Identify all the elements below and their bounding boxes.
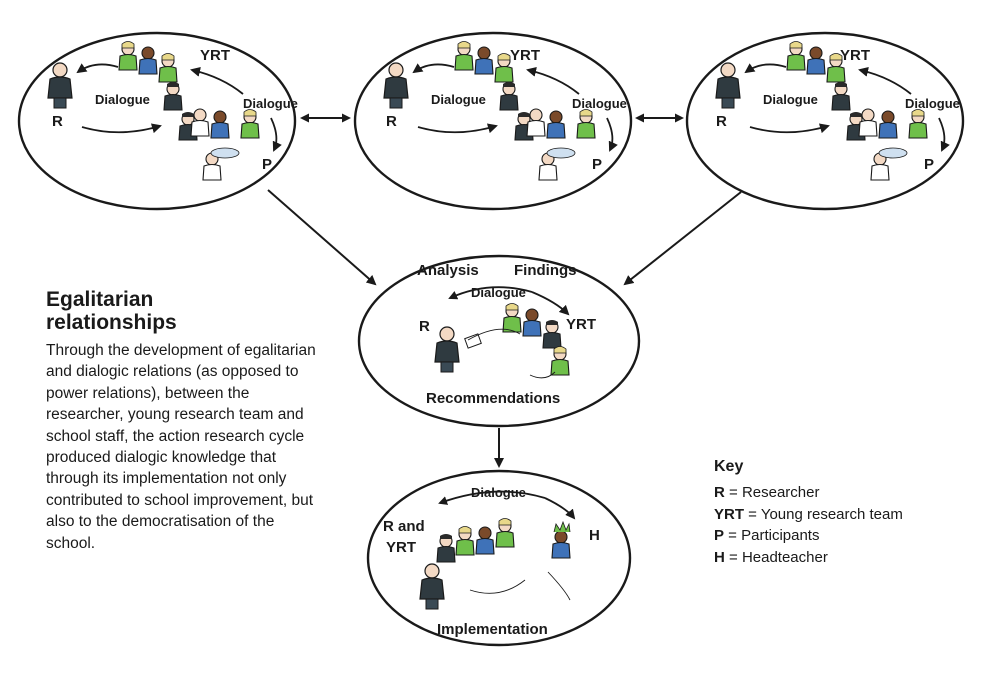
arrow-to-analysis-left — [267, 189, 377, 286]
key-meaning: = Participants — [724, 527, 820, 544]
analysis-label: Analysis — [417, 262, 479, 279]
implementation-dialogue-label: Dialogue — [471, 485, 526, 500]
implementation-h-label: H — [589, 527, 600, 544]
cycle-2: YRT Dialogue Dialogue R P — [353, 31, 633, 211]
cycle-3: YRT Dialogue Dialogue R P — [685, 31, 965, 211]
cycle-2-r-label: R — [386, 113, 397, 130]
key-meaning: = Researcher — [724, 484, 820, 501]
cycle-3-dialogue-right: Dialogue — [905, 96, 960, 111]
analysis-yrt-label: YRT — [566, 316, 596, 333]
key-row-h: H = Headteacher — [714, 547, 903, 569]
cycle-2-dialogue-right: Dialogue — [572, 96, 627, 111]
key-abbr: YRT — [714, 505, 744, 523]
key-row-r: R = Researcher — [714, 482, 903, 504]
cycle-1: YRT Dialogue Dialogue R P — [17, 31, 298, 211]
panel-heading: Egalitarian relationships — [46, 288, 316, 334]
analysis-r-label: R — [419, 318, 430, 335]
cycle-2-dialogue-left: Dialogue — [431, 92, 486, 107]
analysis-stage: Analysis Findings Dialogue R YRT Recomme… — [357, 254, 641, 428]
recommendations-label: Recommendations — [426, 390, 560, 407]
implementation-stage: Dialogue R and YRT H Implementation — [366, 469, 632, 647]
key-meaning: = Headteacher — [724, 548, 828, 566]
egalitarian-relationships-panel: Egalitarian relationships Through the de… — [46, 288, 316, 554]
panel-heading-line2: relationships — [46, 311, 177, 334]
cycle-1-r-label: R — [52, 113, 63, 130]
key-abbr: R — [714, 484, 725, 501]
cycle-3-yrt-label: YRT — [840, 47, 870, 64]
cycle-3-p-label: P — [924, 156, 934, 173]
analysis-dialogue-label: Dialogue — [471, 285, 526, 300]
panel-heading-line1: Egalitarian — [46, 288, 154, 311]
cycle-1-p-label: P — [262, 156, 272, 173]
cycle-1-dialogue-left: Dialogue — [95, 92, 150, 107]
cycle-2-yrt-label: YRT — [510, 47, 540, 64]
key-row-yrt: YRT = Young research team — [714, 504, 903, 526]
key-meaning: = Young research team — [744, 505, 903, 523]
analysis-illustration — [434, 302, 570, 379]
key-abbr: H — [714, 548, 725, 566]
key-abbr: P — [714, 527, 725, 544]
arrow-to-analysis-right — [623, 191, 742, 286]
cycle-1-dialogue-right: Dialogue — [243, 96, 298, 111]
cycle-2-p-label: P — [592, 156, 602, 173]
key-row-p: P = Participants — [714, 525, 903, 547]
implementation-yrt-label: YRT — [386, 539, 416, 556]
implementation-caption: Implementation — [437, 621, 548, 638]
panel-body: Through the development of egalitarian a… — [46, 342, 316, 552]
key-legend: Key R = Researcher YRT = Young research … — [714, 458, 903, 568]
implementation-r-and-label: R and — [383, 518, 425, 535]
cycle-3-r-label: R — [716, 113, 727, 130]
cycle-3-dialogue-left: Dialogue — [763, 92, 818, 107]
key-title: Key — [714, 458, 744, 475]
cycle-1-yrt-label: YRT — [200, 47, 230, 64]
findings-label: Findings — [514, 262, 577, 279]
implementation-illustration — [419, 517, 571, 610]
